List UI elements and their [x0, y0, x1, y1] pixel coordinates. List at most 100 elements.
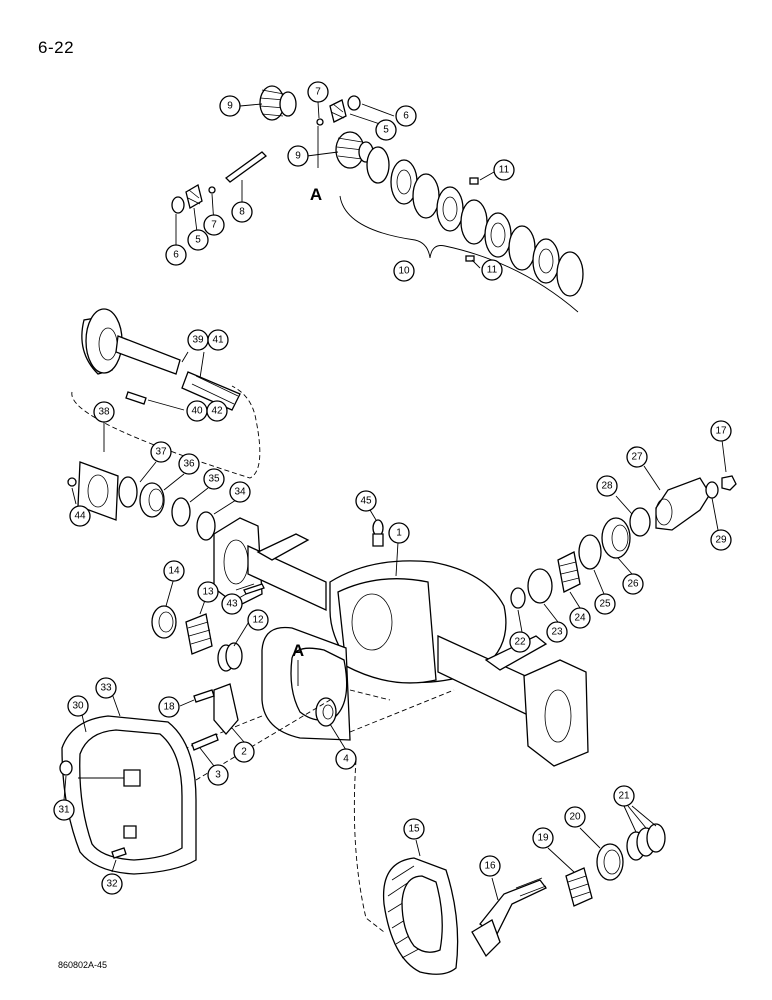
callout-36: 36: [178, 453, 200, 475]
side-gear-right: [335, 131, 374, 169]
callout-37: 37: [150, 441, 172, 463]
differential-gear-group: [171, 85, 584, 313]
callout-13: 13: [197, 581, 219, 603]
callout-15: 15: [403, 818, 425, 840]
yoke-nut: [721, 475, 737, 491]
axle-shaft-inner: [181, 371, 241, 411]
housing-left-tube: [247, 544, 327, 612]
svg-text:5: 5: [195, 235, 201, 246]
callout-5a: 5: [375, 119, 397, 141]
spacer-ring: [578, 534, 602, 570]
callout-9a: 9: [219, 95, 241, 117]
thrust-washer-upper: [347, 95, 361, 111]
callout-10: 10: [393, 260, 415, 282]
callout-8: 8: [231, 201, 253, 223]
callout-41: 41: [207, 329, 229, 351]
group-bracket: [339, 195, 579, 313]
cap-bolt-lower: [191, 733, 219, 751]
svg-text:2: 2: [241, 747, 247, 758]
callout-26: 26: [622, 573, 644, 595]
callout-9b: 9: [287, 145, 309, 167]
housing-right-flange: [523, 659, 589, 767]
svg-text:19: 19: [537, 833, 549, 844]
svg-text:6: 6: [173, 250, 179, 261]
callout-12: 12: [247, 609, 269, 631]
callout-22: 22: [509, 631, 531, 653]
callout-19: 19: [532, 827, 554, 849]
callout-42: 42: [206, 400, 228, 422]
callout-5b: 5: [187, 229, 209, 251]
callout-45: 45: [355, 490, 377, 512]
svg-text:3: 3: [215, 770, 221, 781]
svg-text:18: 18: [163, 702, 175, 713]
callout-16: 16: [479, 855, 501, 877]
callout-43: 43: [221, 593, 243, 615]
side-gear-left: [259, 85, 297, 121]
carrier-bearing-group: [151, 577, 265, 672]
yoke-washer: [705, 481, 719, 499]
cap-bolt-upper: [193, 689, 215, 703]
svg-text:6: 6: [403, 111, 409, 122]
svg-text:15: 15: [408, 824, 420, 835]
callout-6a: 6: [395, 105, 417, 127]
svg-text:11: 11: [499, 165, 510, 176]
svg-text:23: 23: [551, 627, 563, 638]
svg-text:10: 10: [398, 266, 410, 277]
svg-text:13: 13: [202, 587, 214, 598]
bearing-cap: [213, 683, 239, 735]
svg-text:7: 7: [315, 87, 321, 98]
bolt-43: [243, 583, 265, 595]
shim-b: [225, 642, 243, 670]
callout-38: 38: [93, 401, 115, 423]
svg-text:31: 31: [58, 805, 70, 816]
svg-text:38: 38: [98, 407, 110, 418]
cover-plug: [123, 769, 141, 787]
callout-29: 29: [710, 529, 732, 551]
drive-pinion-gear: [471, 919, 501, 958]
svg-text:45: 45: [360, 496, 372, 507]
oil-seal: [629, 507, 651, 537]
callout-23: 23: [546, 621, 568, 643]
pinion-shaft: [225, 151, 267, 183]
svg-text:39: 39: [192, 335, 204, 346]
pinion-yoke-group: [510, 439, 737, 633]
ring-gear-group: [353, 759, 666, 975]
pinion-yoke: [655, 477, 711, 531]
housing-cover-face: [337, 578, 437, 684]
svg-text:28: 28: [601, 481, 613, 492]
callout-25: 25: [594, 593, 616, 615]
svg-text:17: 17: [715, 426, 727, 437]
svg-text:7: 7: [211, 220, 217, 231]
callout-1: 1: [388, 522, 410, 544]
callout-11b: 11: [481, 259, 503, 281]
svg-text:37: 37: [155, 447, 167, 458]
svg-text:12: 12: [252, 615, 264, 626]
axle-housing: [213, 509, 589, 767]
svg-text:34: 34: [234, 487, 246, 498]
svg-text:14: 14: [168, 566, 180, 577]
thrust-washer-lower: [171, 196, 185, 214]
svg-text:25: 25: [599, 599, 611, 610]
svg-text:36: 36: [183, 459, 195, 470]
pinion-gear-lower: [185, 184, 203, 209]
spacer-lower: [208, 186, 216, 194]
callout-33: 33: [95, 677, 117, 699]
callout-6b: 6: [165, 244, 187, 266]
page-number: 6-22: [38, 38, 75, 57]
svg-text:22: 22: [514, 637, 526, 648]
svg-text:41: 41: [212, 335, 224, 346]
callout-32: 32: [101, 873, 123, 895]
callout-39: 39: [187, 329, 209, 351]
callout-34: 34: [229, 481, 251, 503]
svg-text:44: 44: [74, 511, 86, 522]
shim-21c: [646, 823, 666, 853]
seal: [118, 476, 138, 508]
callout-44: 44: [69, 505, 91, 527]
gasket: [77, 461, 119, 521]
differential-case: [141, 626, 455, 771]
svg-text:27: 27: [631, 452, 643, 463]
carrier-bearing-cup: [151, 605, 177, 639]
axle-bolt: [125, 391, 147, 405]
callout-3: 3: [207, 764, 229, 786]
